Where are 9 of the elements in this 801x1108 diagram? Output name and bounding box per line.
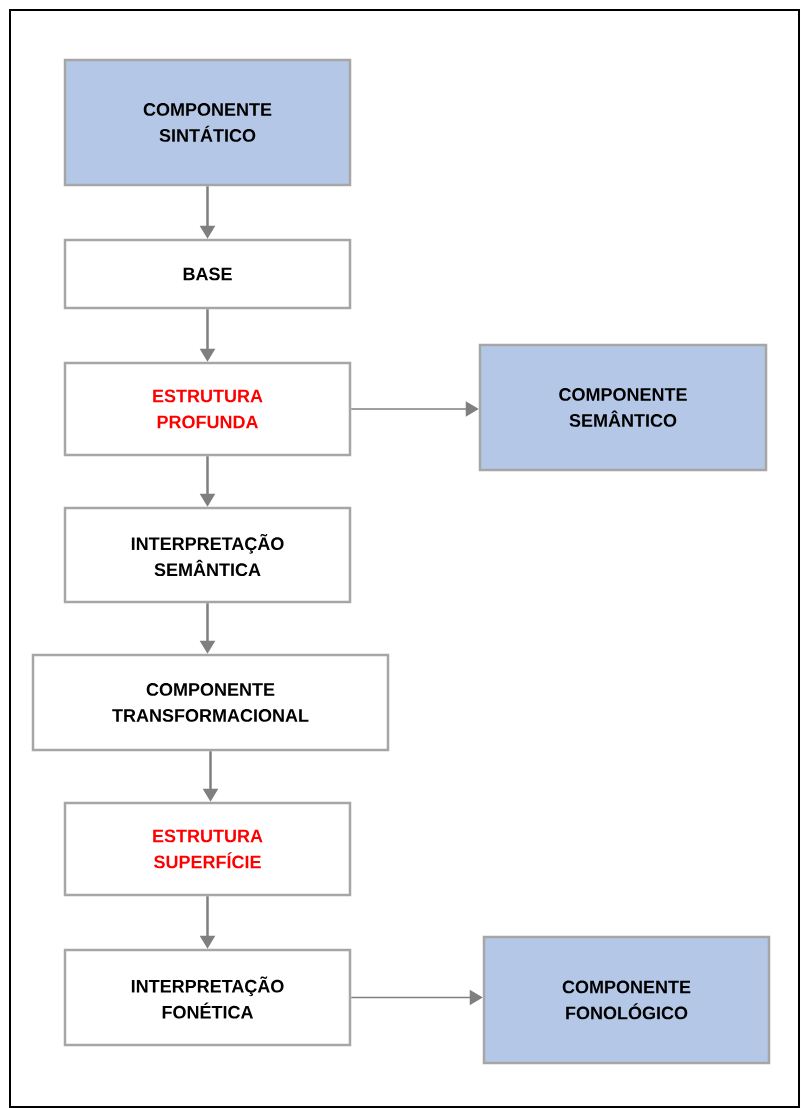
process-box: BASE: [63, 238, 352, 310]
process-box: INTERPRETAÇÃO SEMÂNTICA: [63, 506, 352, 604]
process-box: ESTRUTURA SUPERFÍCIE: [63, 801, 352, 897]
process-box: INTERPRETAÇÃO FONÉTICA: [63, 948, 352, 1047]
process-box: COMPONENTE TRANSFORMACIONAL: [31, 653, 390, 752]
component-box: COMPONENTE SEMÂNTICO: [478, 343, 768, 472]
component-box: COMPONENTE SINTÁTICO: [63, 58, 352, 187]
component-box: COMPONENTE FONOLÓGICO: [482, 935, 771, 1065]
process-box: ESTRUTURA PROFUNDA: [63, 361, 352, 457]
